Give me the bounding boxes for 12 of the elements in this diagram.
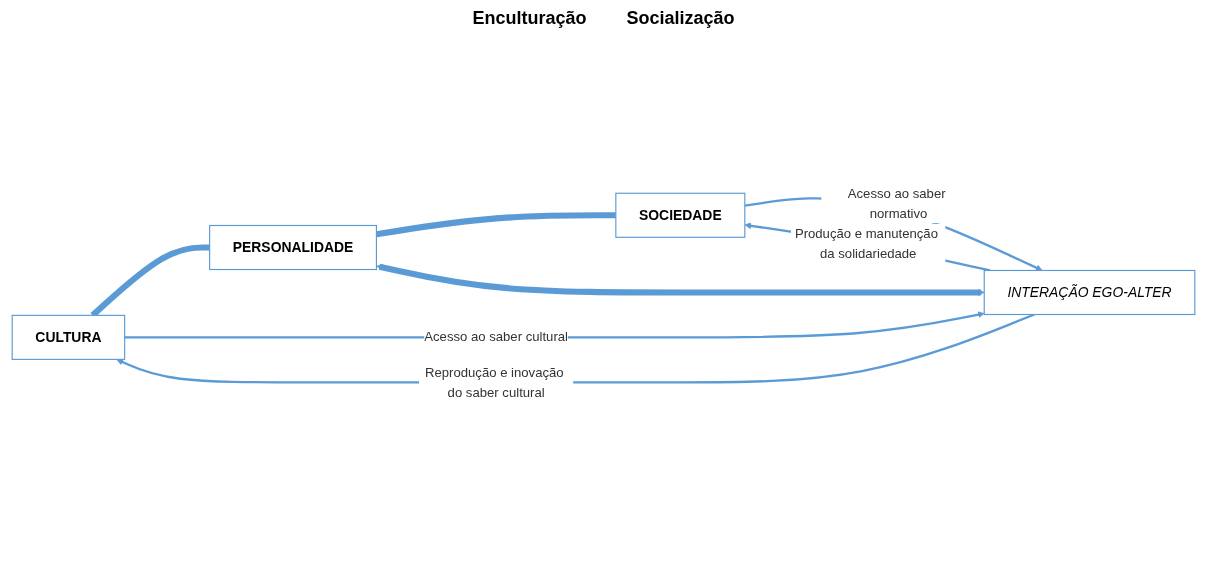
node-box: PERSONALIDADE xyxy=(209,224,377,271)
arrow xyxy=(376,263,985,296)
node-box: SOCIEDADE xyxy=(615,192,746,238)
edge-label: Produção e manutenção da solidariedade xyxy=(794,226,938,261)
edge-label: Acesso ao saber cultural xyxy=(424,329,569,345)
side-label: Socialização xyxy=(626,8,735,29)
node-box: CULTURA xyxy=(11,314,126,360)
edge-label: Acesso ao saber normativo xyxy=(847,186,946,221)
node-box: INTERAÇÃO EGO-ALTER xyxy=(983,269,1196,316)
edge-label: Reprodução e inovação do saber cultural xyxy=(424,364,564,400)
side-label: Enculturação xyxy=(472,8,587,29)
arrow xyxy=(744,197,1043,271)
